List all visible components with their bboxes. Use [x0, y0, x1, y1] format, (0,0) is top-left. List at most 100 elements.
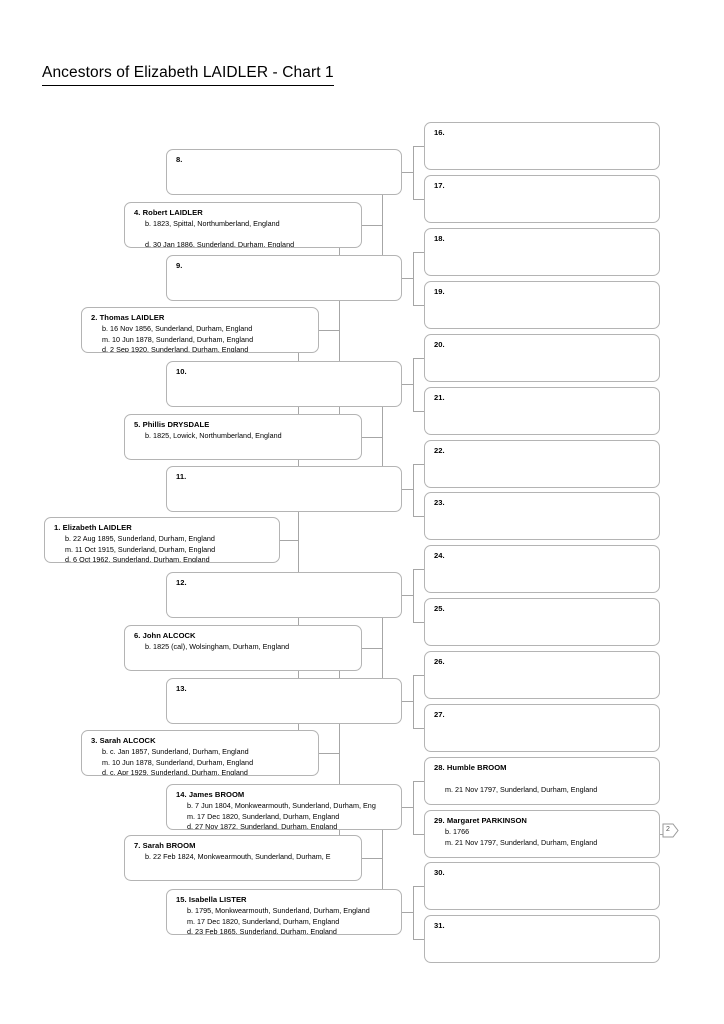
person-details-7: b. 22 Feb 1824, Monkwearmouth, Sunderlan…	[145, 852, 359, 863]
person-details-28: m. 21 Nov 1797, Sunderland, Durham, Engl…	[445, 774, 657, 795]
person-box-17[interactable]: 17.	[424, 175, 660, 223]
connector-spine	[339, 648, 340, 858]
person-box-24[interactable]: 24.	[424, 545, 660, 593]
connector-spine	[413, 146, 414, 199]
connector-branch	[413, 886, 424, 887]
connector-branch	[413, 199, 424, 200]
connector-stub	[402, 701, 413, 702]
person-heading-28: 28. Humble BROOM	[434, 763, 507, 772]
person-box-15[interactable]: 15. Isabella LISTER b. 1795, Monkwearmout…	[166, 889, 402, 935]
person-heading-3: 3. Sarah ALCOCK	[91, 736, 156, 745]
person-box-31[interactable]: 31.	[424, 915, 660, 963]
connector-stub	[402, 912, 413, 913]
connector-branch	[413, 622, 424, 623]
connector-stub	[402, 489, 413, 490]
person-heading-22: 22.	[434, 446, 445, 455]
connector-spine	[339, 225, 340, 437]
connector-branch	[413, 569, 424, 570]
person-box-22[interactable]: 22.	[424, 440, 660, 488]
person-details-15: b. 1795, Monkwearmouth, Sunderland, Durh…	[187, 906, 399, 935]
person-heading-31: 31.	[434, 921, 445, 930]
person-details-6: b. 1825 (cal), Wolsingham, Durham, Engla…	[145, 642, 359, 653]
person-detail-line: m. 17 Dec 1820, Sunderland, Durham, Engl…	[187, 916, 340, 926]
person-heading-15: 15. Isabella LISTER	[176, 895, 247, 904]
person-heading-6: 6. John ALCOCK	[134, 631, 196, 640]
connector-stub	[402, 278, 413, 279]
person-heading-30: 30.	[434, 868, 445, 877]
person-box-8[interactable]: 8.	[166, 149, 402, 195]
person-heading-26: 26.	[434, 657, 445, 666]
person-detail-line: b. 16 Nov 1856, Sunderland, Durham, Engl…	[102, 324, 253, 333]
person-box-30[interactable]: 30.	[424, 862, 660, 910]
person-detail-line: b. 22 Aug 1895, Sunderland, Durham, Engl…	[65, 534, 215, 543]
person-box-23[interactable]: 23.	[424, 492, 660, 540]
person-box-19[interactable]: 19.	[424, 281, 660, 329]
connector-branch	[413, 146, 424, 147]
person-box-18[interactable]: 18.	[424, 228, 660, 276]
connector-spine	[382, 384, 383, 489]
connector-branch	[413, 411, 424, 412]
connector-stub	[402, 172, 413, 173]
person-heading-12: 12.	[176, 578, 187, 587]
person-detail-line: b. 7 Jun 1804, Monkwearmouth, Sunderland…	[187, 801, 376, 810]
person-detail-line: b. c. Jan 1857, Sunderland, Durham, Engl…	[102, 747, 249, 756]
person-detail-line	[145, 230, 359, 241]
person-box-6[interactable]: 6. John ALCOCK b. 1825 (cal), Wolsingham,…	[124, 625, 362, 671]
person-detail-line: b. 1823, Spittal, Northumberland, Englan…	[145, 219, 280, 228]
connector-spine	[382, 807, 383, 912]
connector-branch	[413, 358, 424, 359]
connector-branch	[413, 464, 424, 465]
connector-spine	[413, 464, 414, 516]
person-box-2[interactable]: 2. Thomas LAIDLER b. 16 Nov 1856, Sunderl…	[81, 307, 319, 353]
person-box-10[interactable]: 10.	[166, 361, 402, 407]
person-heading-11: 11.	[176, 472, 187, 481]
connector-branch	[413, 305, 424, 306]
connector-stub	[280, 540, 298, 541]
person-detail-line: d. 27 Nov 1872, Sunderland, Durham, Engl…	[187, 822, 338, 830]
connector-stub	[319, 330, 339, 331]
connector-branch	[413, 939, 424, 940]
person-box-16[interactable]: 16.	[424, 122, 660, 170]
person-heading-2: 2. Thomas LAIDLER	[91, 313, 165, 322]
person-box-25[interactable]: 25.	[424, 598, 660, 646]
person-detail-line: d. 6 Oct 1962, Sunderland, Durham, Engla…	[65, 555, 210, 563]
person-box-20[interactable]: 20.	[424, 334, 660, 382]
connector-stub	[362, 437, 382, 438]
connector-spine	[382, 172, 383, 278]
person-box-1[interactable]: 1. Elizabeth LAIDLER b. 22 Aug 1895, Sund…	[44, 517, 280, 563]
person-detail-line: d. 30 Jan 1886, Sunderland, Durham, Engl…	[145, 240, 295, 248]
person-box-9[interactable]: 9.	[166, 255, 402, 301]
page-title: Ancestors of Elizabeth LAIDLER - Chart 1	[42, 64, 334, 86]
person-heading-10: 10.	[176, 367, 187, 376]
person-box-21[interactable]: 21.	[424, 387, 660, 435]
connector-stub	[362, 648, 382, 649]
connector-spine	[382, 595, 383, 701]
connector-spine	[413, 781, 414, 834]
connector-branch	[413, 728, 424, 729]
person-box-4[interactable]: 4. Robert LAIDLER b. 1823, Spittal, North…	[124, 202, 362, 248]
person-heading-18: 18.	[434, 234, 445, 243]
connector-stub	[402, 595, 413, 596]
connector-stub	[402, 384, 413, 385]
person-detail-line: m. 21 Nov 1797, Sunderland, Durham, Engl…	[445, 837, 598, 847]
person-box-26[interactable]: 26.	[424, 651, 660, 699]
person-box-13[interactable]: 13.	[166, 678, 402, 724]
person-box-27[interactable]: 27.	[424, 704, 660, 752]
connector-stub	[362, 858, 382, 859]
person-detail-line: d. 23 Feb 1865, Sunderland, Durham, Engl…	[187, 927, 337, 935]
person-heading-4: 4. Robert LAIDLER	[134, 208, 203, 217]
connector-branch	[413, 834, 424, 835]
person-box-28[interactable]: 28. Humble BROOM m. 21 Nov 1797, Sunderla…	[424, 757, 660, 805]
person-heading-19: 19.	[434, 287, 445, 296]
person-box-3[interactable]: 3. Sarah ALCOCK b. c. Jan 1857, Sunderlan…	[81, 730, 319, 776]
continuation-arrow-to-chart-2[interactable]: 2	[662, 822, 679, 839]
person-heading-1: 1. Elizabeth LAIDLER	[54, 523, 132, 532]
person-box-11[interactable]: 11.	[166, 466, 402, 512]
person-detail-line: b. 1766	[445, 827, 470, 836]
person-box-12[interactable]: 12.	[166, 572, 402, 618]
